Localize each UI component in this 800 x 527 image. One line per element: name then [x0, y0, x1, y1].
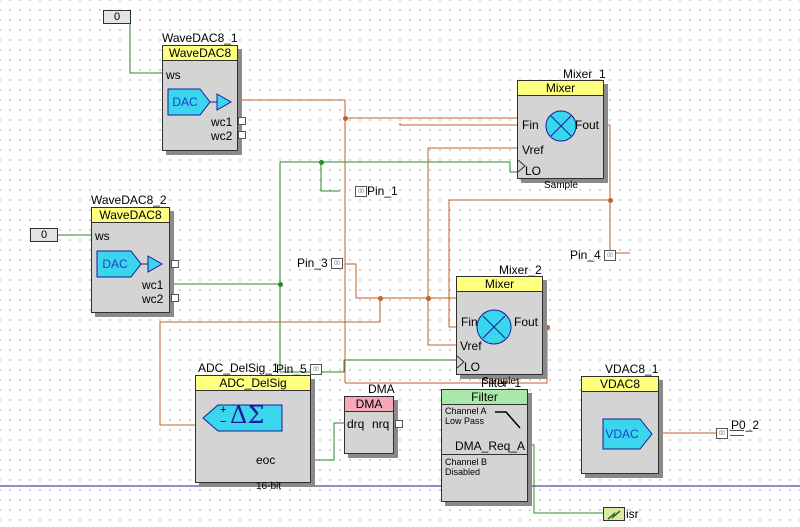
adc-type-header: ADC_DelSig — [196, 376, 310, 391]
pin4-label[interactable]: Pin_4 — [570, 248, 601, 262]
mixer2-component[interactable]: Mixer Fin Fout Vref LO — [456, 276, 543, 375]
filter-divider — [442, 454, 527, 455]
mixer2-fin-pin: Fin — [461, 315, 478, 329]
vdac-component[interactable]: VDAC8 VDAC — [581, 376, 659, 474]
filter-type-header: Filter — [442, 390, 527, 405]
vdac-shape-icon — [602, 418, 653, 450]
filter-channel-a-label: Channel A — [445, 406, 487, 416]
p0-2-port-icon: ▯▯ — [716, 428, 728, 439]
vdac-instance-name: VDAC8_1 — [605, 362, 659, 376]
mixer1-fin-pin: Fin — [522, 118, 539, 132]
junction-dot — [319, 160, 324, 165]
dac-shape-icon — [167, 88, 233, 116]
pin5-label[interactable]: Pin_5 — [276, 362, 307, 376]
adc-plus-label: + — [220, 404, 227, 416]
mixer1-vref-pin: Vref — [522, 143, 544, 157]
wavedac1-type-header: WaveDAC8 — [163, 46, 237, 61]
vdac-type-header: VDAC8 — [582, 377, 658, 392]
mixer2-sample-label: Sample — [482, 376, 516, 387]
pin1-label[interactable]: Pin_1 — [367, 184, 398, 198]
clock-input-icon — [518, 159, 526, 173]
mixer2-vref-pin: Vref — [460, 339, 482, 353]
wavedac2-ws-pin: ws — [95, 229, 110, 243]
mixer1-lo-pin: LO — [525, 164, 542, 178]
mixer1-fout-pin: Fout — [575, 118, 600, 132]
wc2-terminal-icon — [238, 131, 246, 139]
dac-out-terminal-icon — [171, 260, 179, 268]
vdac-shape-label: VDAC — [605, 427, 639, 441]
wavedac2-dac-label: DAC — [102, 257, 128, 271]
dma-type-header: DMA — [345, 397, 393, 412]
adc-component[interactable]: ADC_DelSig + − ΔΣ eoc — [195, 375, 311, 483]
junction-dot — [378, 296, 383, 301]
delta-sigma-shape-icon — [202, 404, 283, 432]
adc-bits-label: 16-bit — [256, 481, 282, 492]
analog-wires — [159, 99, 716, 434]
mixer-multiply-icon — [476, 309, 512, 345]
p0-2-terminal-icon — [730, 430, 744, 436]
mixer2-lo-pin: LO — [464, 360, 481, 374]
wavedac2-type-header: WaveDAC8 — [92, 208, 169, 223]
wavedac1-component[interactable]: WaveDAC8 ws DAC wc1 wc2 — [162, 45, 238, 151]
mixer1-component[interactable]: Mixer Fin Fout Vref LO — [517, 80, 604, 179]
mixer2-type-header: Mixer — [457, 277, 542, 292]
mixer1-type-header: Mixer — [518, 81, 603, 96]
pin3-port-icon: ▯▯ — [331, 258, 343, 269]
logic-constant-top[interactable]: 0 — [103, 10, 131, 24]
pin5-port-icon: ▯▯ — [310, 364, 322, 375]
wavedac2-component[interactable]: WaveDAC8 ws DAC wc1 wc2 — [91, 207, 170, 313]
mixer2-instance-name: Mixer_2 — [499, 263, 542, 277]
wavedac2-instance-name: WaveDAC8_2 — [91, 193, 167, 207]
wavedac2-wc1-pin: wc1 — [142, 278, 164, 292]
dma-drq-pin: drq — [347, 417, 365, 431]
p0-2-label[interactable]: P0_2 — [731, 418, 760, 432]
pin1-port-icon: ▯▯ — [355, 186, 367, 197]
junction-dot — [343, 116, 348, 121]
filter-instance-name: Filter_1 — [481, 376, 522, 390]
wavedac1-wc2-pin: wc2 — [211, 129, 233, 143]
junction-dot — [426, 296, 431, 301]
wavedac1-wc1-pin: wc1 — [211, 115, 233, 129]
wavedac1-ws-pin: ws — [166, 68, 181, 82]
pin3-label[interactable]: Pin_3 — [297, 256, 328, 270]
nrq-terminal-icon — [395, 420, 403, 428]
adc-eoc-pin: eoc — [256, 453, 276, 467]
dac-shape-icon — [96, 250, 164, 278]
filter-channel-b-type: Disabled — [445, 467, 481, 477]
junction-dot — [608, 198, 613, 203]
mixer-multiply-icon — [545, 110, 577, 142]
clock-input-icon — [457, 355, 465, 369]
lowpass-curve-icon — [495, 411, 521, 429]
mixer1-sample-label: Sample — [544, 180, 578, 191]
dma-nrq-pin: nrq — [372, 417, 390, 431]
wc1-terminal-icon — [238, 117, 246, 125]
mixer1-instance-name: Mixer_1 — [563, 67, 606, 81]
junction-dot — [545, 325, 550, 330]
adc-delta-sigma-symbol: ΔΣ — [230, 401, 265, 429]
junction-dot — [278, 282, 283, 287]
filter-channel-b-label: Channel B — [445, 457, 488, 467]
isr-label[interactable]: isr — [626, 507, 639, 521]
logic-constant-mid[interactable]: 0 — [30, 228, 58, 242]
dma-instance-name: DMA — [368, 382, 395, 396]
wavedac1-instance-name: WaveDAC8_1 — [162, 31, 238, 45]
filter-channel-a-type: Low Pass — [445, 416, 485, 426]
adc-minus-label: − — [220, 416, 227, 428]
dma-component[interactable]: DMA drq nrq — [344, 396, 394, 454]
mixer2-fout-pin: Fout — [514, 315, 539, 329]
filter-component[interactable]: Filter Channel A Low Pass DMA_Req_A Chan… — [441, 389, 528, 502]
wavedac2-wc2-pin: wc2 — [142, 292, 164, 306]
isr-lightning-icon — [603, 507, 625, 521]
pin4-port-icon: ▯▯ — [604, 250, 616, 261]
adc-instance-name: ADC_DelSig_1 — [198, 361, 279, 375]
wc2-terminal-icon — [171, 294, 179, 302]
filter-dma-req-pin: DMA_Req_A — [455, 439, 526, 453]
wavedac1-dac-label: DAC — [172, 95, 198, 109]
